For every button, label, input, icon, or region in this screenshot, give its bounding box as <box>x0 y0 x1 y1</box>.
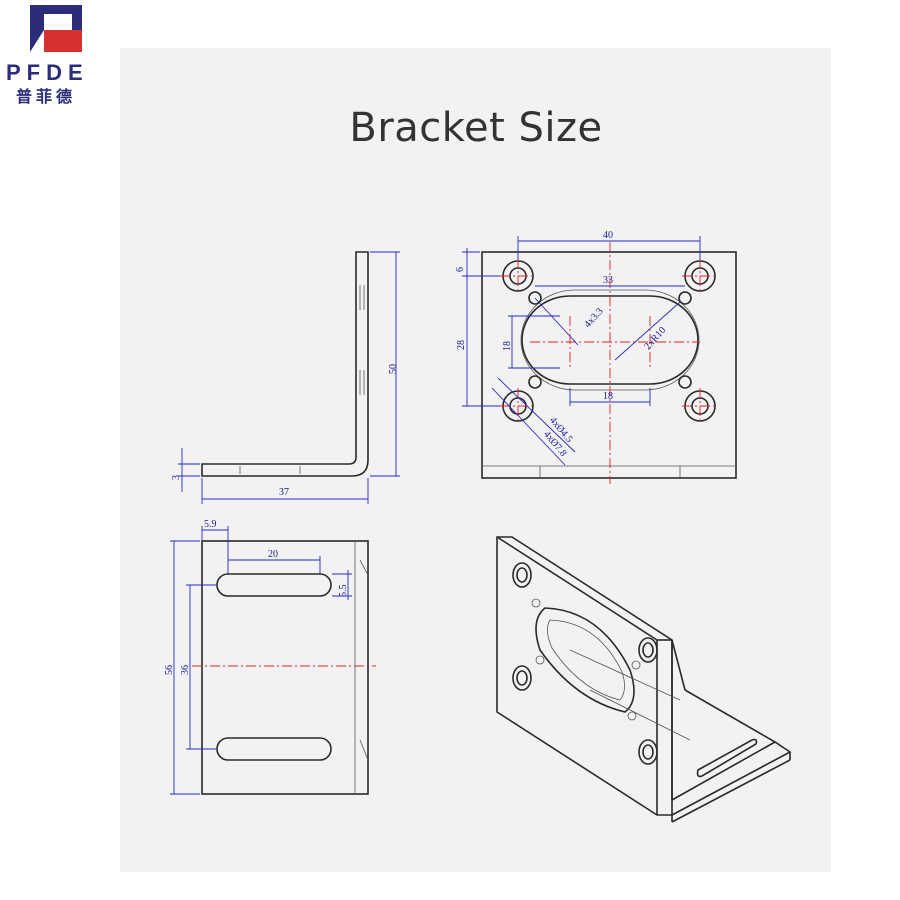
side-height-label: 50 <box>388 364 399 374</box>
bottom-slot-width-label: 5.5 <box>338 585 349 598</box>
bottom-slot-spacing-label: 36 <box>180 665 191 675</box>
logo-text: PFDE <box>6 60 89 85</box>
front-hole-spacing-label: 33 <box>603 275 613 286</box>
content-panel <box>120 48 831 872</box>
bottom-slot-length-label: 20 <box>268 549 278 560</box>
bottom-edge-offset-label: 5.9 <box>204 519 217 530</box>
front-width-label: 40 <box>603 230 613 241</box>
page-title: Bracket Size <box>349 105 603 151</box>
isometric-view <box>496 536 792 823</box>
front-slot-height-label: 28 <box>456 340 467 350</box>
front-inner-height-label: 18 <box>502 341 513 351</box>
front-top-offset-label: 6 <box>455 267 466 272</box>
front-slot-width-label: 18 <box>603 391 613 402</box>
bottom-view: 5.9 20 5.5 56 36 <box>164 519 376 795</box>
logo-mark-icon <box>30 5 82 52</box>
front-radius-label: 2xR10 <box>642 325 668 352</box>
front-small-hole-label: 4x3.3 <box>582 306 605 330</box>
pfde-logo: PFDE 普菲德 <box>6 5 89 106</box>
side-view: 50 3 37 <box>171 251 400 504</box>
side-thickness-label: 3 <box>171 475 182 480</box>
front-view: 40 6 28 33 18 18 4x3.3 2xR10 4xØ4.5 4xØ7… <box>455 230 737 484</box>
logo-chinese: 普菲德 <box>16 87 76 106</box>
bottom-total-height-label: 56 <box>164 665 175 675</box>
side-length-label: 37 <box>279 487 289 498</box>
